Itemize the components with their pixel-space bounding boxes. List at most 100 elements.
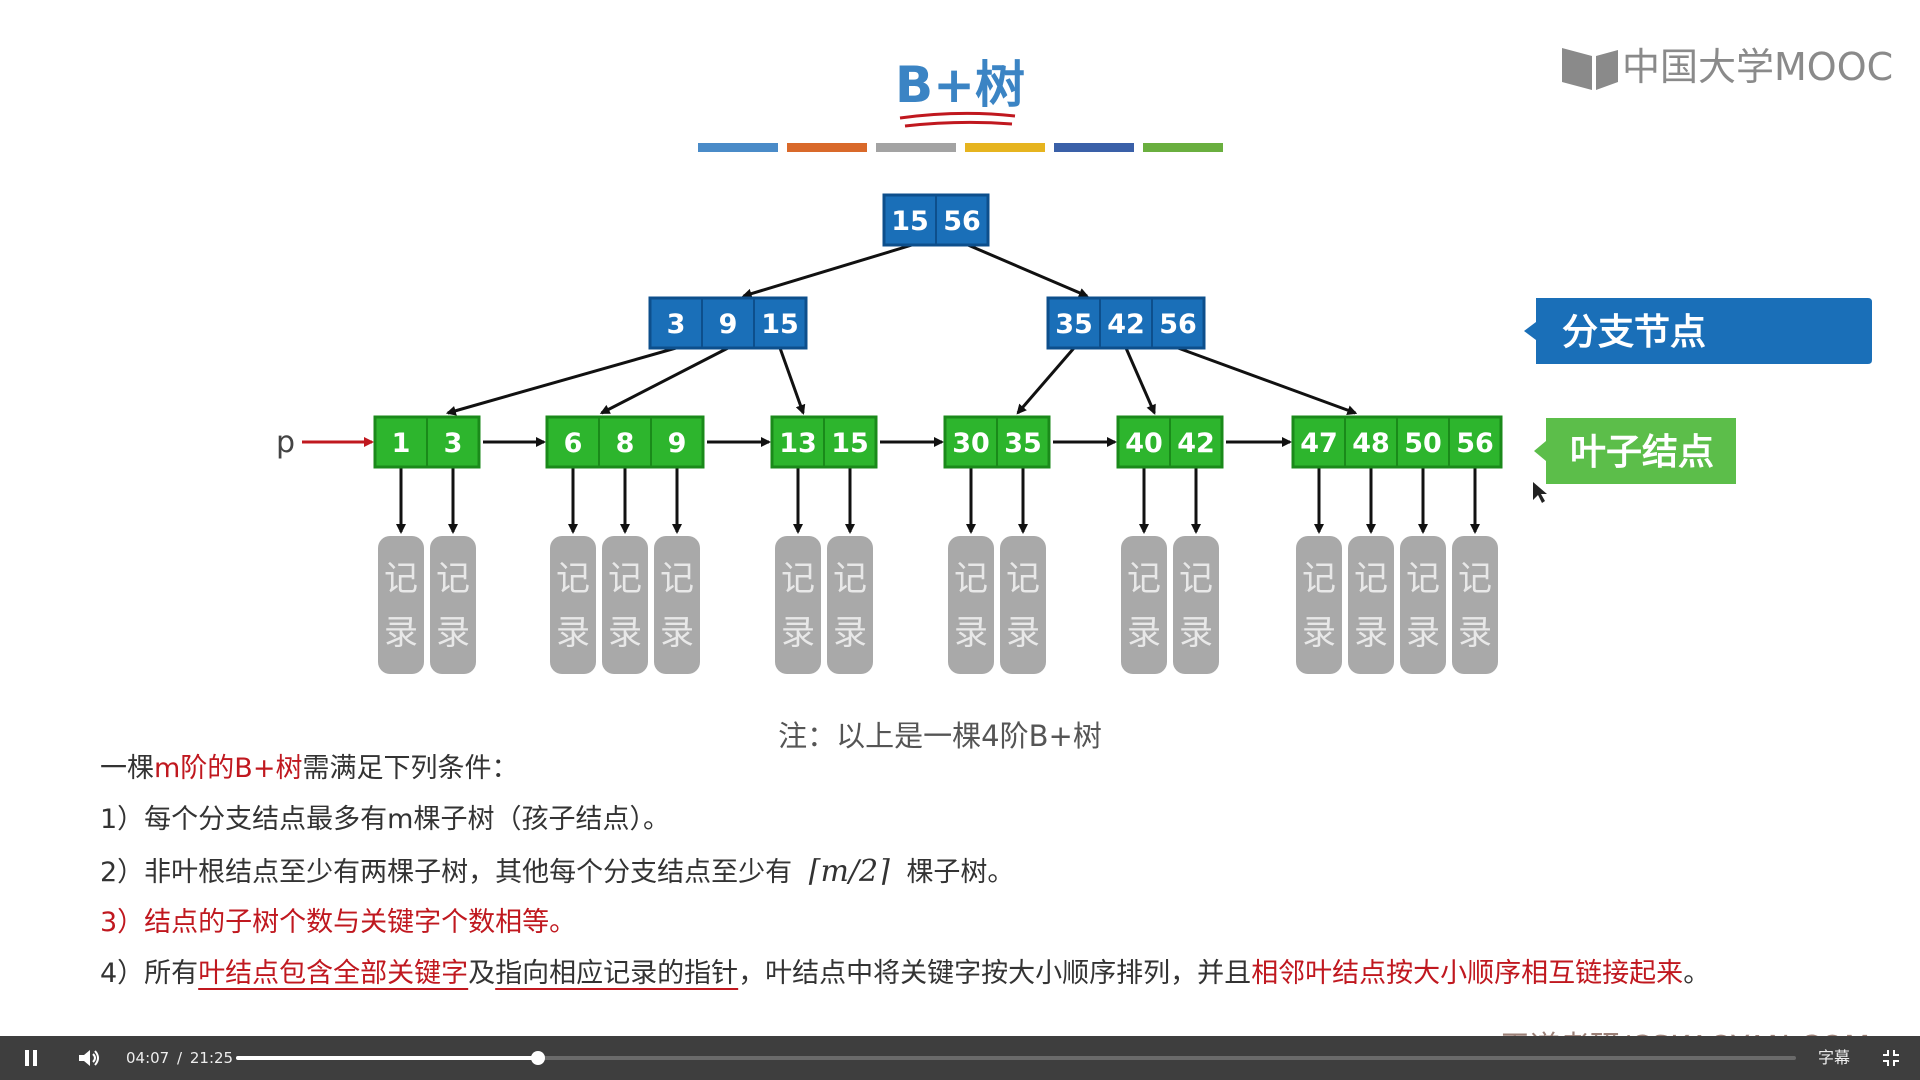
record-label: 记 [1458,559,1492,599]
record-label: 录 [1406,613,1440,653]
tree-note: 注：以上是一棵4阶B+树 [778,719,1102,753]
record-label: 记 [436,559,470,599]
progress-handle[interactable] [531,1051,546,1065]
record-label: 记 [1406,559,1440,599]
record-box [1173,536,1219,674]
record-block: 记录 [550,536,596,674]
record-label: 记 [1354,559,1388,599]
record-label: 记 [556,559,590,599]
conditions-intro: 一棵m阶的B+树需满足下列条件： [100,752,518,786]
leaf-node: 13 15 [770,415,878,469]
color-bar-segment [1143,143,1223,152]
color-bar-segment [965,143,1045,152]
record-label: 记 [781,559,815,599]
record-label: 录 [608,613,642,653]
record-label: 录 [781,613,815,653]
record-box [1452,536,1498,674]
node-key: 35 [1004,428,1042,459]
record-block: 记录 [1000,536,1046,674]
record-label: 录 [1458,613,1492,653]
progress-track[interactable] [236,1051,1796,1065]
logo-text: 中国大学MOOC [1622,45,1893,89]
record-label: 录 [1127,613,1161,653]
root-edge [967,243,1089,298]
record-block: 记录 [948,536,994,674]
record-box [654,536,700,674]
node-key: 56 [1159,309,1197,340]
branch-node-box [1046,296,1206,350]
node-key: 9 [719,309,738,340]
node-key: 3 [444,428,463,459]
pointer-label: p [276,425,295,460]
color-bar-segment [876,143,956,152]
branch-tag-text: 分支节点 [1562,312,1706,353]
node-key: 47 [1300,428,1338,459]
pause-icon [25,1050,37,1066]
branch-edge [599,346,729,415]
exit-fullscreen-icon [1883,1050,1899,1066]
record-box [378,536,424,674]
node-key: 42 [1107,309,1145,340]
c4-part-3: 及 [468,958,496,989]
record-box [827,536,873,674]
record-label: 录 [384,613,418,653]
record-block: 记录 [1348,536,1394,674]
record-label: 记 [954,559,988,599]
record-label: 录 [1006,613,1040,653]
node-key: 50 [1404,428,1442,459]
record-label: 录 [1354,613,1388,653]
root-edge [741,243,913,299]
duration: 21:25 [189,1049,234,1067]
leaf-node: 40 42 [1116,415,1224,469]
color-bar [698,143,1223,152]
record-block: 记录 [1400,536,1446,674]
slide-title: B+树 [895,56,1025,114]
record-box [1296,536,1342,674]
c4-part-5: ，叶结点中将关键字按大小顺序排列，并且 [738,958,1252,989]
node-key: 40 [1125,428,1163,459]
volume-button[interactable] [72,1036,106,1080]
record-label: 记 [1006,559,1040,599]
fullscreen-button[interactable] [1874,1036,1908,1080]
node-key: 35 [1055,309,1093,340]
record-label: 记 [1179,559,1213,599]
node-key: 56 [1456,428,1494,459]
node-key: 15 [891,206,929,237]
node-key: 15 [761,309,799,340]
record-label: 记 [1127,559,1161,599]
pause-button[interactable] [14,1036,48,1080]
record-block: 记录 [1296,536,1342,674]
record-label: 录 [436,613,470,653]
record-label: 录 [660,613,694,653]
record-label: 录 [1179,613,1213,653]
condition-2-text: 2）非叶根结点至少有两棵子树，其他每个分支结点至少有 [100,857,793,888]
record-label: 记 [1302,559,1336,599]
record-box [430,536,476,674]
color-bar-segment [787,143,867,152]
video-player-bar: 04:07 / 21:25 字幕 [0,1036,1920,1080]
node-key: 15 [831,428,869,459]
subtitles-button[interactable]: 字幕 [1817,1048,1850,1067]
record-label: 记 [833,559,867,599]
time-separator: / [177,1049,183,1067]
node-key: 42 [1177,428,1215,459]
branch-node-tag: 分支节点 [1524,298,1872,364]
record-block: 记录 [654,536,700,674]
node-key: 13 [779,428,817,459]
progress-fill [236,1056,539,1060]
branch-node-box [648,296,808,350]
record-box [1348,536,1394,674]
record-block: 记录 [1121,536,1167,674]
record-box [775,536,821,674]
node-key: 48 [1352,428,1390,459]
condition-1: 1）每个分支结点最多有m棵子树（孩子结点）。 [100,804,670,835]
node-key: 6 [564,428,583,459]
node-key: 1 [392,428,411,459]
record-block: 记录 [378,536,424,674]
record-block: 记录 [602,536,648,674]
intro-part-a: 一棵 [100,753,154,784]
node-key: 30 [952,428,990,459]
